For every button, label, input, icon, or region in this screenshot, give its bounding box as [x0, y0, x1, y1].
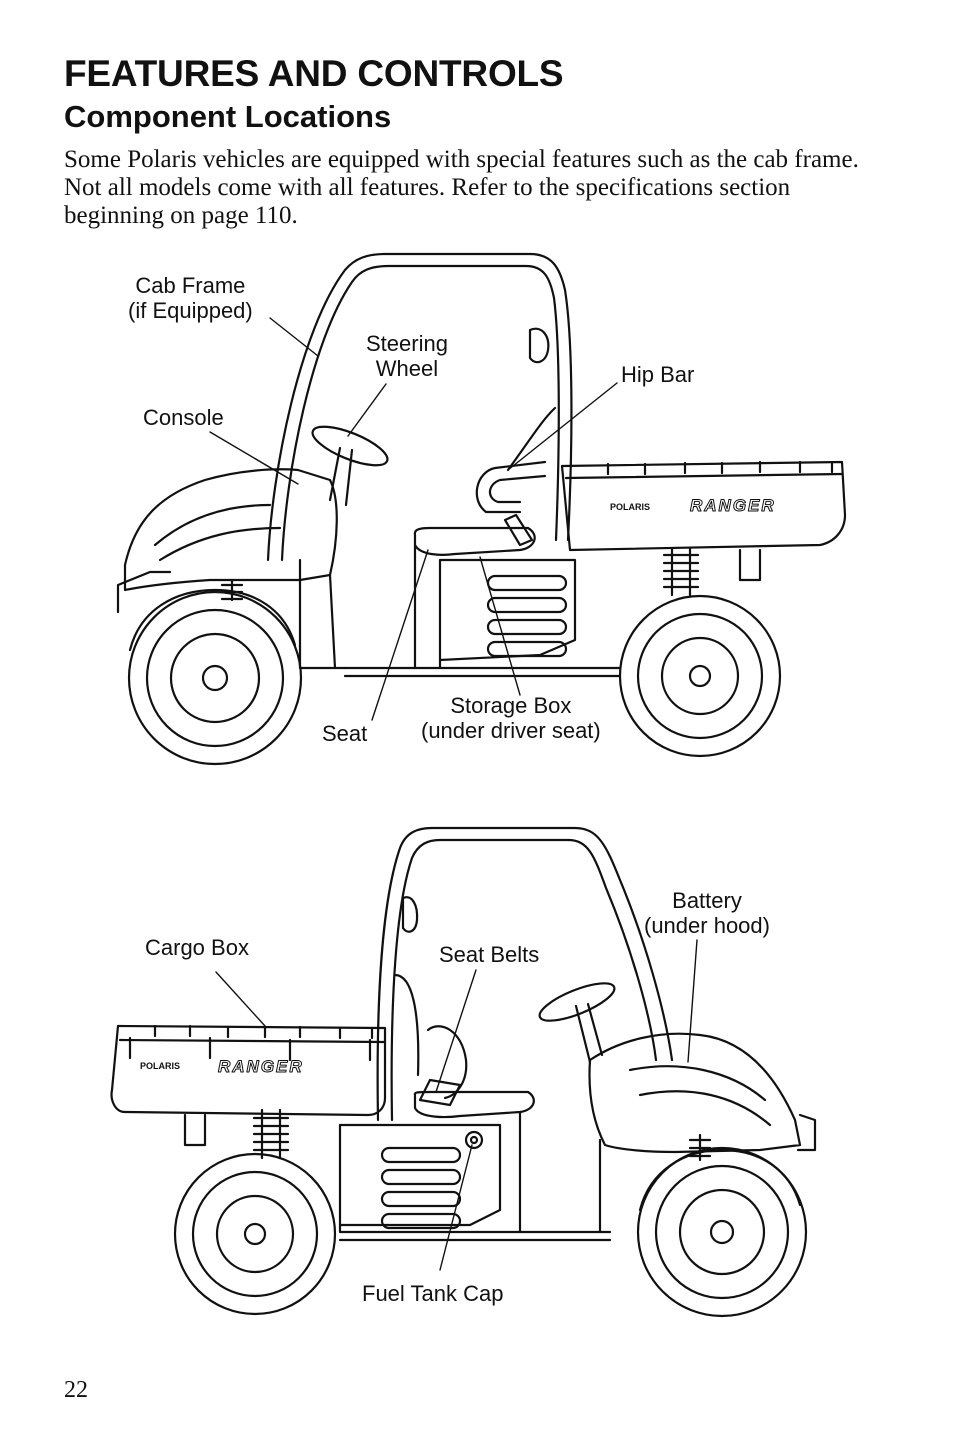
decal-brand-bottom: POLARIS	[140, 1061, 180, 1071]
decal-model-bottom: RANGER	[218, 1057, 304, 1076]
leader-storage-box	[479, 556, 521, 696]
label-battery: Battery (under hood)	[644, 888, 770, 938]
label-seat-belts: Seat Belts	[439, 942, 540, 967]
vehicle-left-illustration: POLARIS RANGER	[116, 252, 847, 766]
page-title: FEATURES AND CONTROLS	[64, 53, 564, 94]
leader-steering-wheel	[347, 383, 387, 437]
label-storage-box: Storage Box (under driver seat)	[421, 693, 601, 743]
label-seat: Seat	[322, 721, 368, 746]
decal-brand-top: POLARIS	[610, 502, 650, 512]
label-fuel-tank-cap: Fuel Tank Cap	[362, 1281, 504, 1306]
label-steering-wheel: Steering Wheel	[366, 331, 448, 381]
leader-console	[209, 431, 299, 485]
vehicle-side-view-left: POLARIS RANGER Cab Frame (if Equipped) S…	[0, 240, 954, 770]
label-console: Console	[143, 405, 224, 430]
leader-seat	[371, 549, 429, 721]
label-hip-bar: Hip Bar	[621, 362, 695, 387]
label-cargo-box: Cargo Box	[145, 935, 249, 960]
leader-seat-belts	[435, 969, 477, 1093]
label-cab-frame: Cab Frame (if Equipped)	[128, 273, 253, 323]
decal-model-top: RANGER	[690, 496, 776, 515]
intro-paragraph: Some Polaris vehicles are equipped with …	[64, 146, 859, 229]
leader-hip-bar	[507, 382, 618, 471]
leader-cargo-box	[215, 971, 266, 1027]
section-title: Component Locations	[64, 99, 392, 134]
leader-fuel-tank-cap	[439, 1144, 473, 1271]
vehicle-right-illustration: POLARIS RANGER	[110, 826, 817, 1318]
page-number: 22	[64, 1377, 88, 1403]
vehicle-side-view-right: POLARIS RANGER Cargo Box Seat Belts Batt…	[0, 815, 954, 1335]
leader-battery	[687, 939, 698, 1063]
leader-cab-frame	[269, 317, 319, 357]
